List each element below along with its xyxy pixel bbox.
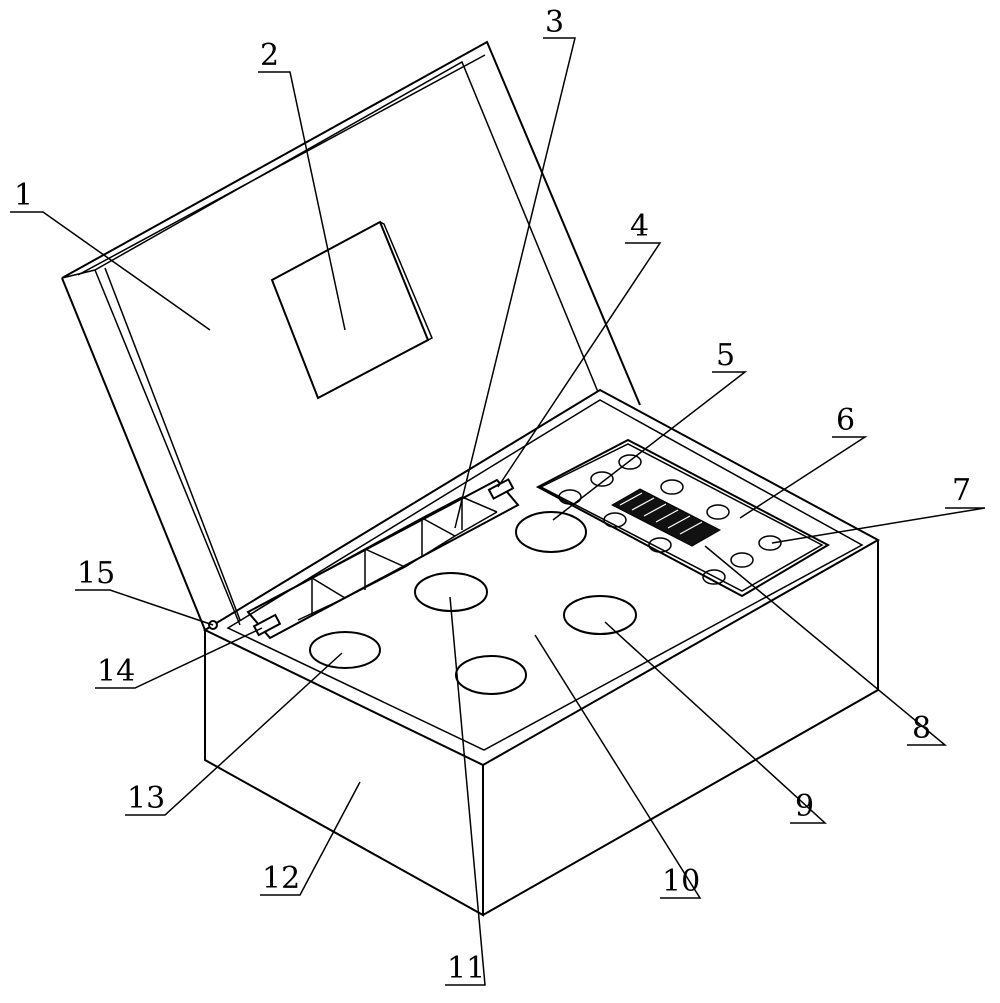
callout-10: 10 xyxy=(662,864,700,899)
leader-lines xyxy=(10,37,986,986)
lid-panel xyxy=(270,220,433,400)
display xyxy=(610,488,722,547)
callout-12: 12 xyxy=(262,861,300,896)
compartment-tray xyxy=(246,478,520,640)
box-body xyxy=(202,388,881,917)
latch-right xyxy=(487,478,515,500)
callout-14: 14 xyxy=(97,654,135,689)
latch-left xyxy=(252,613,282,637)
openings xyxy=(309,511,637,695)
callout-5: 5 xyxy=(716,338,735,373)
callout-3: 3 xyxy=(545,5,564,40)
callout-4: 4 xyxy=(630,209,649,244)
lid xyxy=(61,40,641,631)
callout-9: 9 xyxy=(795,789,814,824)
callout-7: 7 xyxy=(952,473,971,508)
callout-13: 13 xyxy=(127,781,165,816)
callout-2: 2 xyxy=(260,38,279,73)
callout-11: 11 xyxy=(447,951,485,986)
callout-6: 6 xyxy=(836,403,855,438)
callout-labels: 1 2 3 4 5 6 7 8 9 10 11 12 13 14 15 xyxy=(14,5,971,986)
callout-1: 1 xyxy=(14,178,33,213)
callout-15: 15 xyxy=(77,556,115,591)
control-panel xyxy=(535,438,831,598)
callout-8: 8 xyxy=(912,711,931,746)
buttons xyxy=(558,454,782,585)
